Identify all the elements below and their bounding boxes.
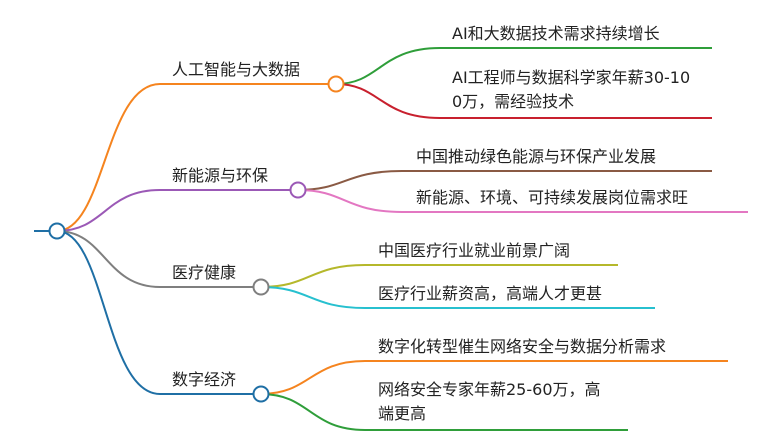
branch-3-label: 医疗健康 <box>172 263 237 282</box>
root-node[interactable] <box>48 222 66 240</box>
edge-branch-2-child-1 <box>297 170 403 191</box>
edge-root-branch-2 <box>56 189 161 232</box>
branch-3-node[interactable] <box>252 278 270 296</box>
branch-1-label: 人工智能与大数据 <box>172 60 301 79</box>
branch-1-node[interactable] <box>327 75 345 93</box>
edge-root-branch-4 <box>56 230 161 395</box>
branch-4-label: 数字经济 <box>172 370 237 389</box>
branch-2-node[interactable] <box>289 181 307 199</box>
branch-4-node[interactable] <box>252 385 270 403</box>
edge-branch-2-child-2 <box>297 189 403 213</box>
branch-3-child-1-label: 中国医疗行业就业前景广阔 <box>378 241 571 260</box>
edge-branch-3-child-2 <box>260 286 366 309</box>
edge-root-branch-3 <box>56 230 161 288</box>
edge-branch-3-child-1 <box>260 264 366 288</box>
edge-branch-1-child-2 <box>335 83 441 119</box>
branch-1-child-1-label: AI和大数据技术需求持续增长 <box>452 24 660 43</box>
branch-4-child-2-label: 网络安全专家年薪25-60万，高端更高 <box>378 380 601 423</box>
branch-3-child-2-label: 医疗行业薪资高，高端人才更甚 <box>378 284 603 303</box>
branch-1-child-2-label: AI工程师与数据科学家年薪30-100万，需经验技术 <box>452 68 691 111</box>
edge-branch-4-child-1 <box>260 360 366 395</box>
edge-branch-4-child-2 <box>260 393 366 431</box>
edge-root-branch-1 <box>56 83 161 232</box>
branch-2-child-2-label: 新能源、环境、可持续发展岗位需求旺 <box>416 188 689 207</box>
branch-2-label: 新能源与环保 <box>172 166 269 185</box>
edge-branch-1-child-1 <box>335 47 441 85</box>
branch-2-child-1-label: 中国推动绿色能源与环保产业发展 <box>416 147 657 166</box>
branch-4-child-1-label: 数字化转型催生网络安全与数据分析需求 <box>378 337 667 356</box>
